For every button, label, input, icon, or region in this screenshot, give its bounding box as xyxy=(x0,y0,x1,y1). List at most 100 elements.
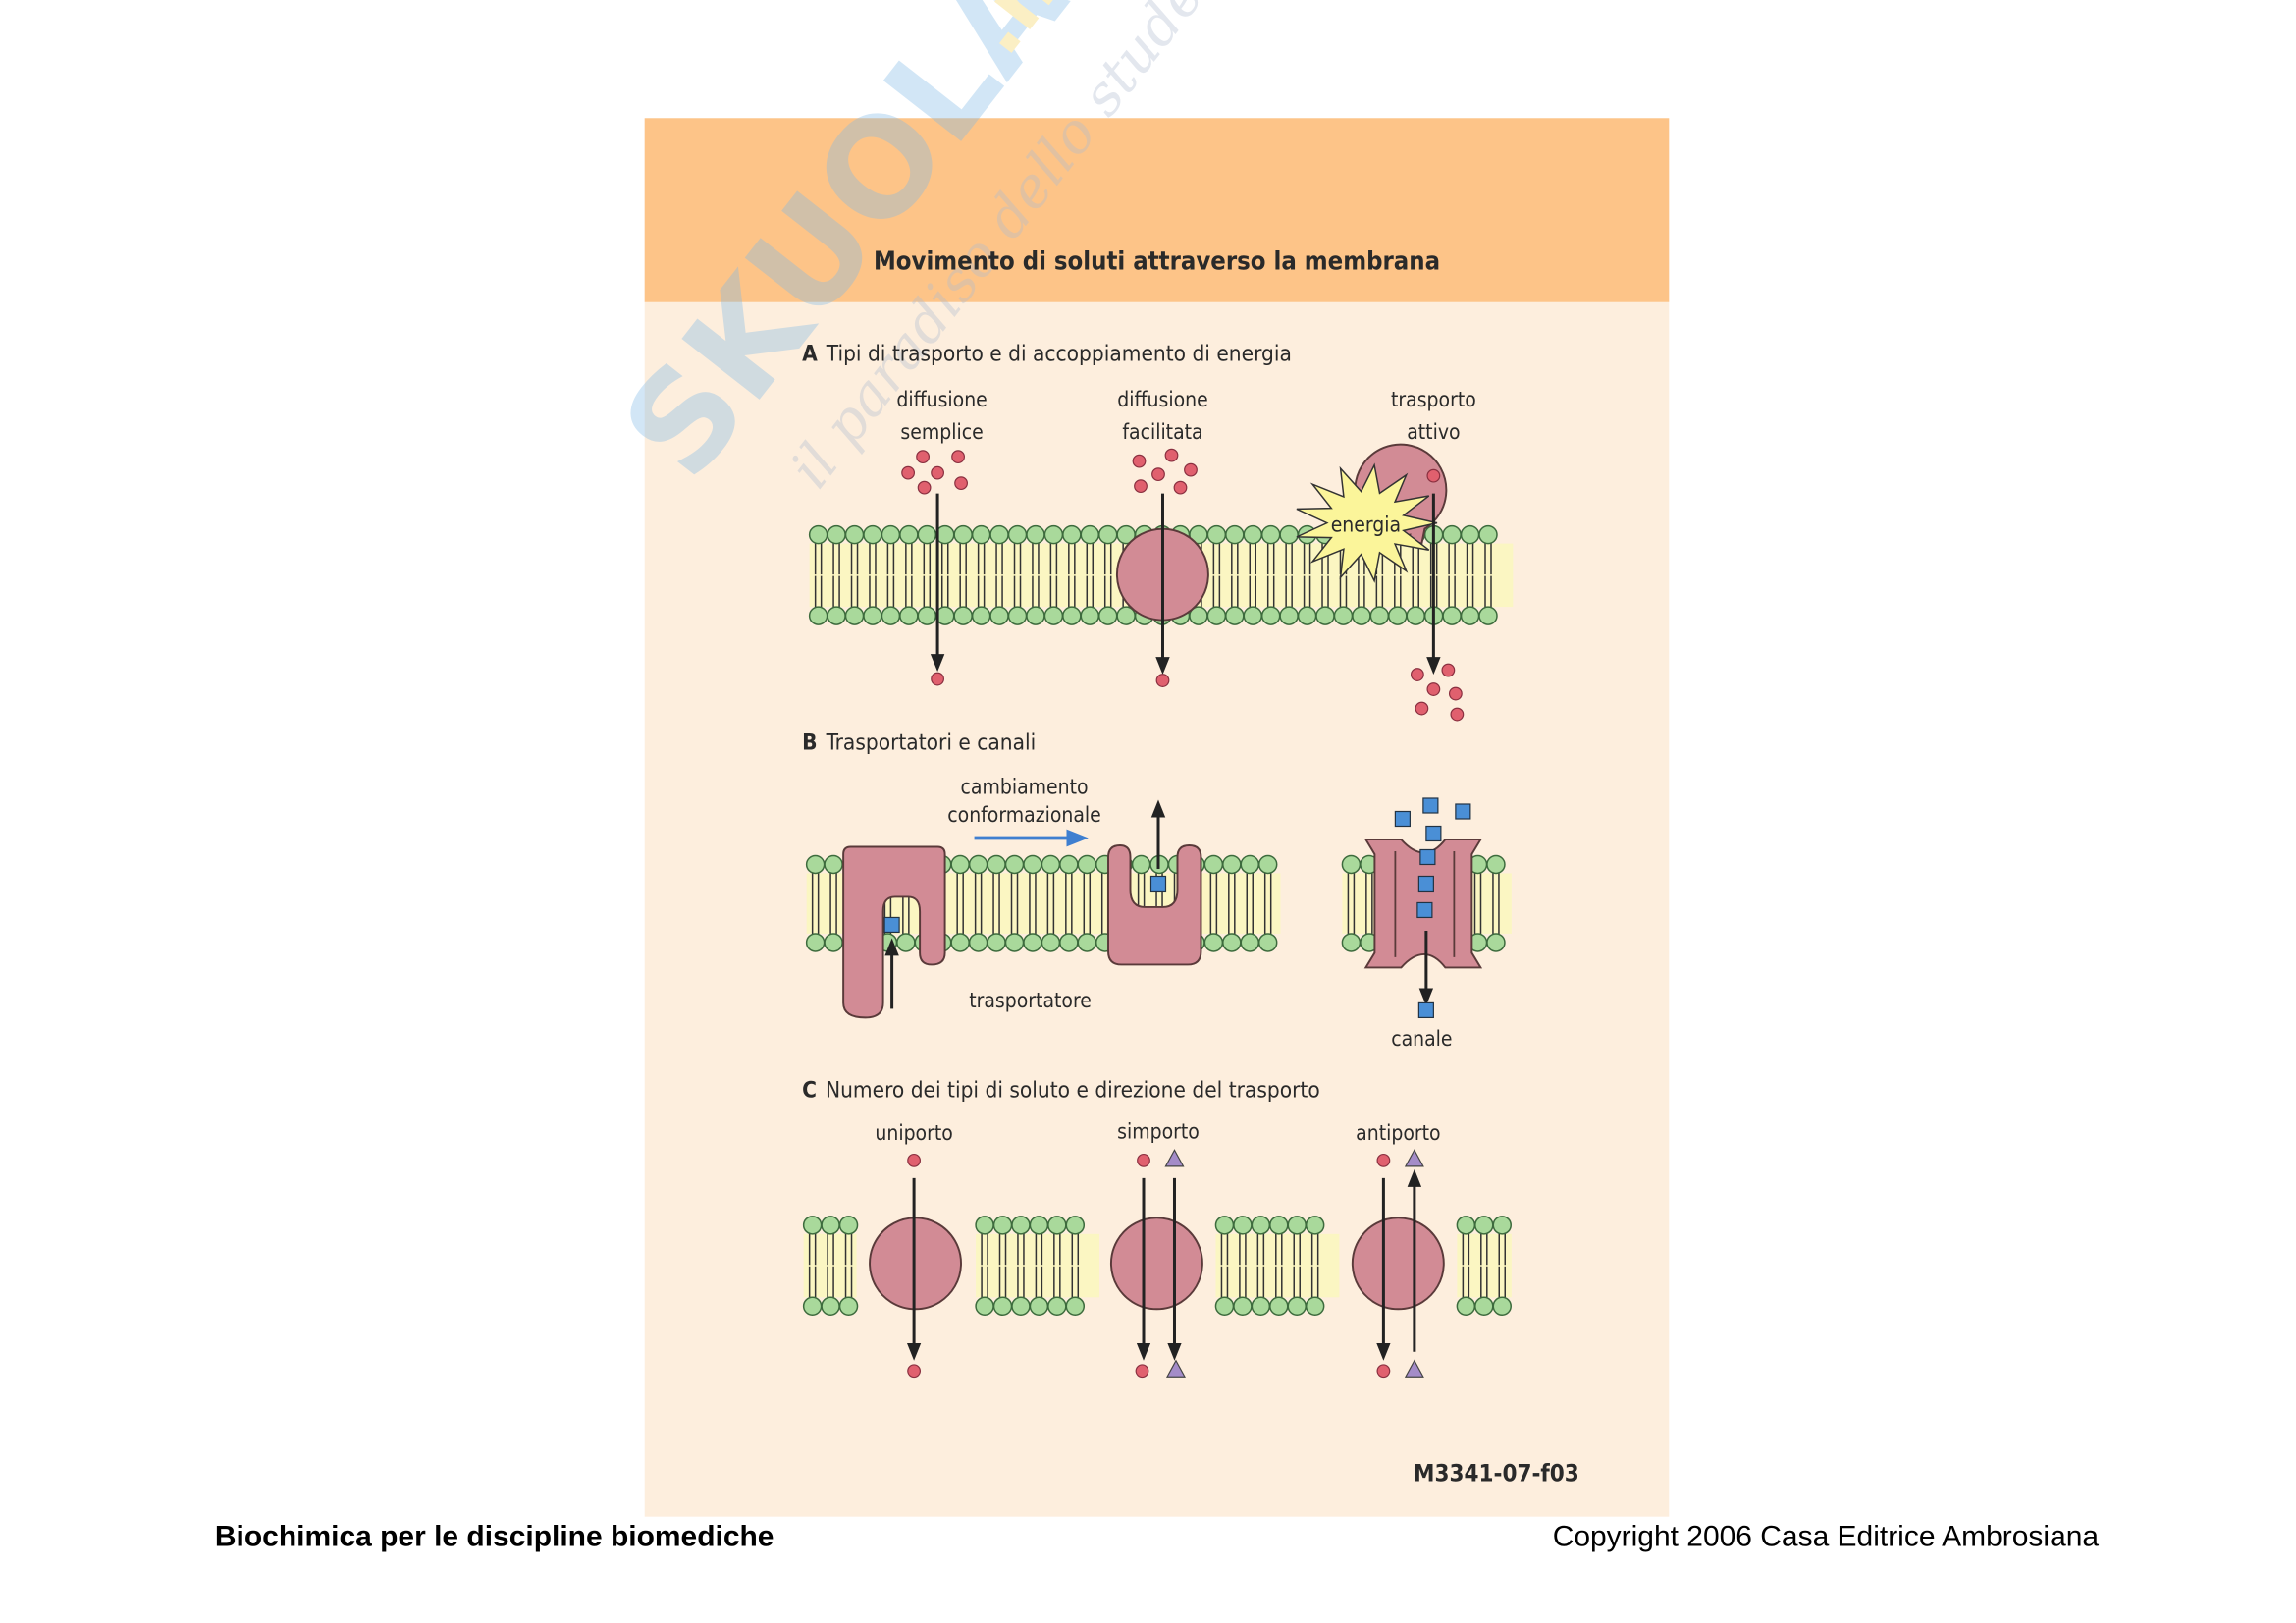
solute-square xyxy=(1417,1001,1434,1019)
lipid-head xyxy=(838,1216,859,1235)
lipid-head xyxy=(1260,606,1281,625)
lipid-head xyxy=(971,524,991,545)
lipid-tails xyxy=(1429,542,1438,609)
lipid-head xyxy=(1047,1216,1067,1235)
lipid-head xyxy=(1486,933,1506,952)
lipid-head xyxy=(1456,1296,1476,1317)
solute-triangle xyxy=(1164,1149,1185,1167)
lipid-head xyxy=(1203,933,1224,952)
lipid-head xyxy=(950,933,970,952)
lipid-bilayer xyxy=(1214,1216,1340,1317)
lipid-head xyxy=(1240,933,1260,952)
lipid-tails xyxy=(923,542,932,609)
solute-dot xyxy=(1448,686,1463,701)
lipid-head xyxy=(1041,933,1061,952)
lipid-head xyxy=(1478,606,1498,625)
lipid-head xyxy=(1486,854,1506,875)
lipid-tails xyxy=(1239,1232,1247,1299)
solute-dot xyxy=(1135,1364,1149,1379)
lipid-head xyxy=(1007,524,1028,545)
solute-dot xyxy=(1184,462,1198,477)
lipid-tails xyxy=(998,1232,1007,1299)
solute-square xyxy=(1417,875,1434,893)
lipid-head xyxy=(1077,854,1097,875)
lipid-tails xyxy=(850,542,859,609)
lipid-head xyxy=(1007,606,1028,625)
solute-dot xyxy=(1132,454,1147,468)
lipid-tails xyxy=(1228,871,1236,936)
lipid-tails xyxy=(829,871,837,936)
lipid-tails xyxy=(1046,871,1055,936)
lipid-head xyxy=(1456,1216,1476,1235)
lipid-head xyxy=(821,1296,840,1317)
lipid-head xyxy=(863,606,882,625)
lipid-tails xyxy=(1466,542,1474,609)
lipid-head xyxy=(824,933,843,952)
lipid-head xyxy=(992,1296,1013,1317)
lipid-tails xyxy=(1231,542,1239,609)
lipid-head xyxy=(1279,524,1299,545)
lipid-tails xyxy=(1266,542,1275,609)
lipid-head xyxy=(917,524,937,545)
lipid-head xyxy=(1460,524,1480,545)
lipid-tails xyxy=(1480,1232,1488,1299)
lipid-head xyxy=(1004,854,1025,875)
solute-dot xyxy=(1441,663,1456,677)
energy-label: energia xyxy=(1331,514,1401,537)
lipid-head xyxy=(1474,1296,1494,1317)
solute-dot xyxy=(1151,467,1165,482)
transport-protein xyxy=(1351,1217,1445,1311)
lipid-head xyxy=(1257,933,1278,952)
solute-dot xyxy=(931,672,944,686)
lipid-tails xyxy=(974,871,983,936)
solute-dot xyxy=(916,450,930,464)
solute-dot xyxy=(901,465,916,480)
lipid-head xyxy=(1206,524,1227,545)
transport-protein xyxy=(842,845,946,1019)
lipid-tails xyxy=(1083,871,1092,936)
lipid-head xyxy=(1080,606,1100,625)
figure-title: Movimento di soluti attraverso la membra… xyxy=(874,247,1440,277)
lipid-head xyxy=(1233,1296,1253,1317)
lipid-tails xyxy=(940,542,949,609)
lipid-head xyxy=(917,606,937,625)
lipid-head xyxy=(1305,1216,1325,1235)
lipid-tails xyxy=(1103,542,1112,609)
lipid-head xyxy=(838,1296,859,1317)
hydrophobic-core xyxy=(1457,1233,1512,1298)
hydrophobic-core xyxy=(976,1233,1100,1298)
lipid-tails xyxy=(1209,871,1218,936)
lipid-head xyxy=(953,606,973,625)
lipid-tails xyxy=(844,1232,853,1299)
lipid-head xyxy=(1065,1296,1086,1317)
lipid-bilayer xyxy=(975,1216,1100,1317)
lipid-tails xyxy=(1013,542,1022,609)
lipid-tails xyxy=(1492,871,1500,936)
lipid-head xyxy=(989,524,1009,545)
lipid-head xyxy=(1065,1216,1086,1235)
solute-dot xyxy=(1450,707,1465,722)
solute-dot xyxy=(1164,448,1179,462)
lipid-head xyxy=(1206,606,1227,625)
solute-dot xyxy=(917,480,932,495)
lipid-head xyxy=(1047,1296,1067,1317)
solute-square xyxy=(1419,848,1436,866)
solute-triangle xyxy=(1404,1359,1424,1378)
lipid-tails xyxy=(956,871,964,936)
lipid-tails xyxy=(1412,542,1419,609)
lipid-head xyxy=(1287,1296,1307,1317)
lipid-tails xyxy=(811,871,820,936)
lipid-tails xyxy=(1065,871,1073,936)
lipid-head xyxy=(1203,854,1224,875)
transport-protein xyxy=(1107,844,1202,966)
solute-dot xyxy=(907,1153,921,1167)
lipid-tails xyxy=(1032,542,1040,609)
lipid-tails xyxy=(1246,871,1255,936)
lipid-head xyxy=(881,524,901,545)
lipid-head xyxy=(1478,524,1498,545)
lipid-head xyxy=(808,606,828,625)
lipid-head xyxy=(1011,1216,1031,1235)
lipid-head xyxy=(1059,854,1079,875)
lipid-tails xyxy=(1049,542,1058,609)
